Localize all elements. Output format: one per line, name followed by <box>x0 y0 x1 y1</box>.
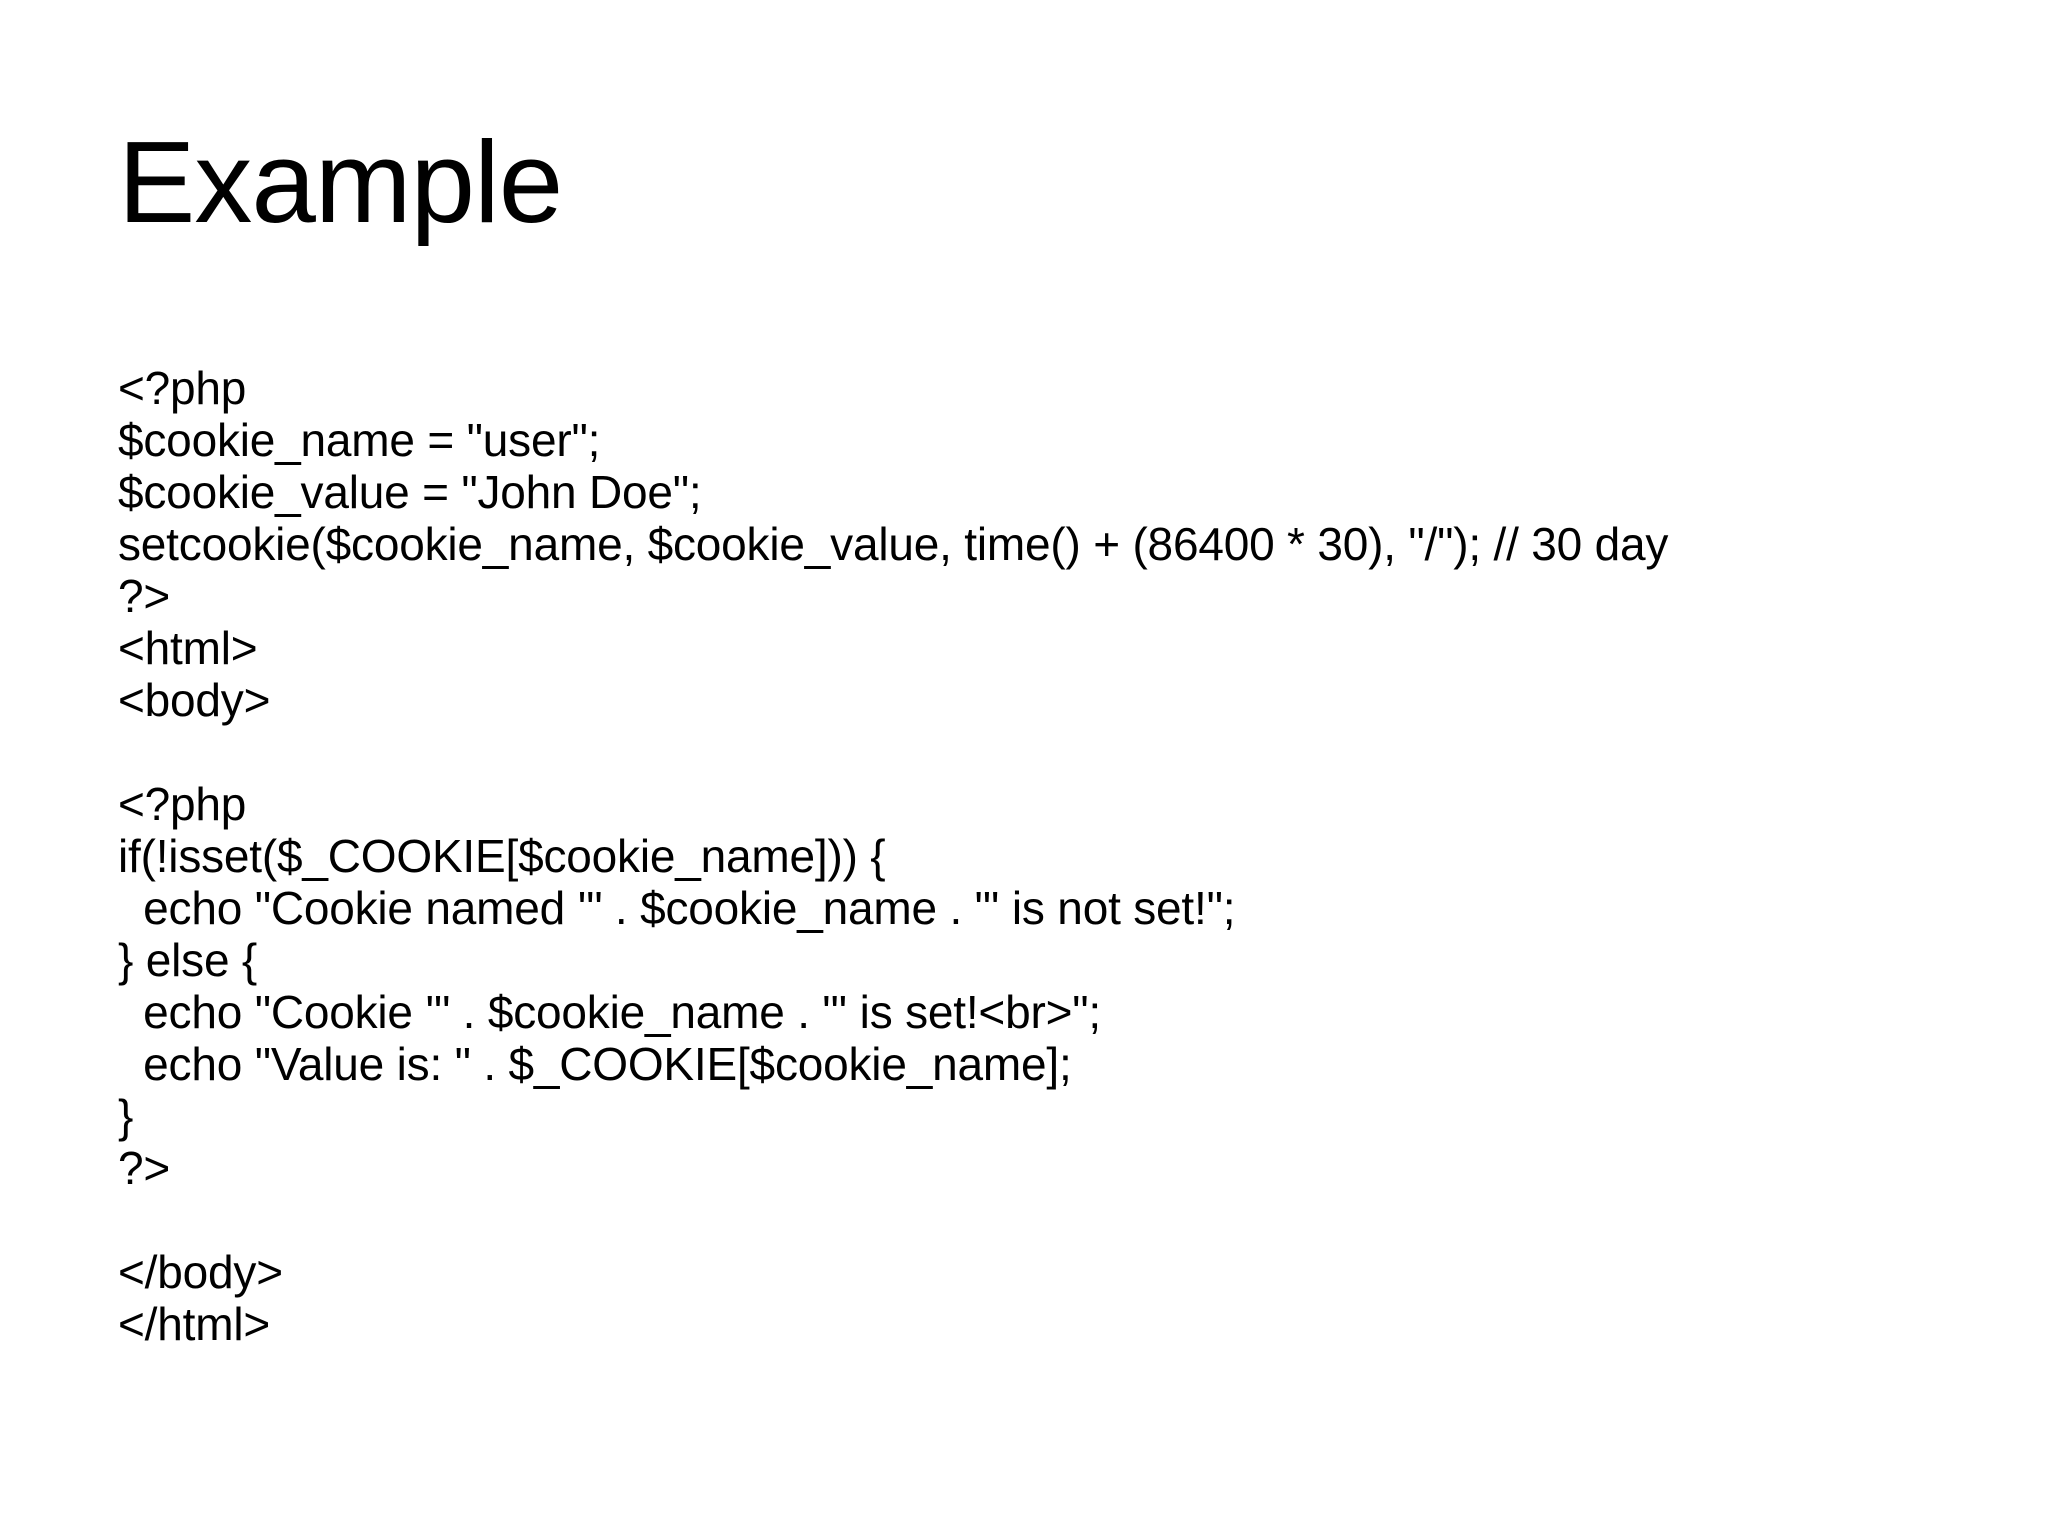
code-line: echo "Value is: " . $_COOKIE[$cookie_nam… <box>118 1038 1072 1090</box>
code-line: $cookie_value = "John Doe"; <box>118 466 702 518</box>
code-line-blank <box>118 1194 1978 1246</box>
code-line: ?> <box>118 570 171 622</box>
code-line: </html> <box>118 1298 271 1350</box>
code-line: } else { <box>118 934 258 986</box>
code-line: <?php <box>118 362 247 414</box>
code-line: echo "Cookie named '" . $cookie_name . "… <box>118 882 1236 934</box>
code-line: <body> <box>118 674 271 726</box>
code-line: echo "Cookie '" . $cookie_name . "' is s… <box>118 986 1101 1038</box>
code-line: <html> <box>118 622 258 674</box>
code-line: <?php <box>118 778 247 830</box>
code-line: $cookie_name = "user"; <box>118 414 601 466</box>
code-line: </body> <box>118 1246 283 1298</box>
php-code-block: <?php$cookie_name = "user";$cookie_value… <box>118 362 1978 1350</box>
code-line: ?> <box>118 1142 171 1194</box>
code-line: setcookie($cookie_name, $cookie_value, t… <box>118 518 1669 570</box>
code-line: } <box>118 1090 134 1142</box>
code-line-blank <box>118 726 1978 778</box>
code-line: if(!isset($_COOKIE[$cookie_name])) { <box>118 830 886 882</box>
page-title: Example <box>118 117 563 247</box>
